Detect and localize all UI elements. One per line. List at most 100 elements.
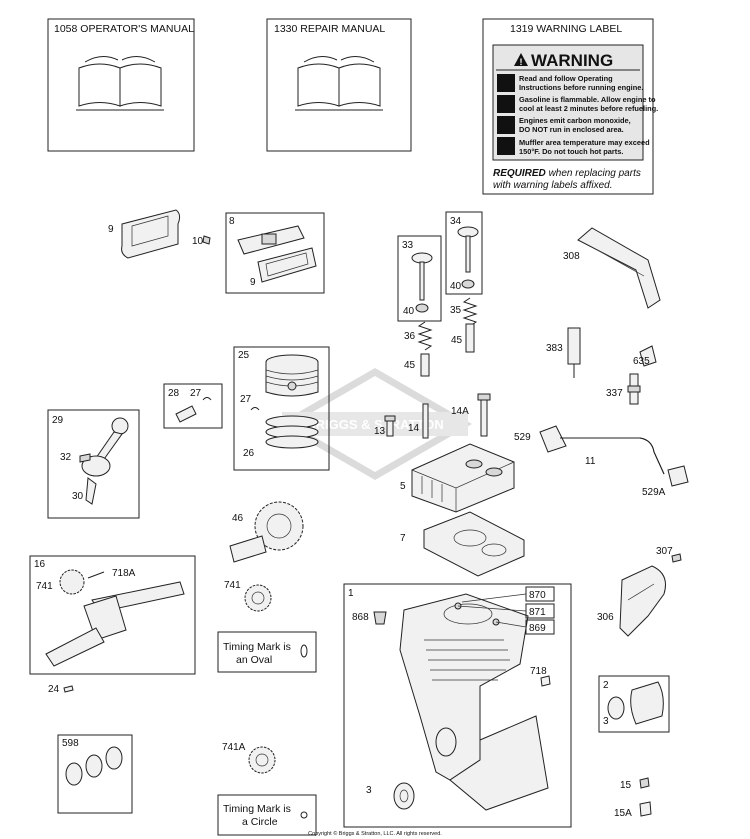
part-label: Timing Mark is: [223, 803, 291, 815]
part-label: Engines emit carbon monoxide,: [519, 116, 631, 125]
book-icon: [295, 56, 383, 111]
valve-spring-35: 35: [450, 297, 478, 327]
adapter-529: 529: [514, 425, 567, 453]
part-label: 868: [352, 612, 369, 623]
part-label: 718: [530, 666, 547, 677]
part-label: 308: [563, 251, 580, 262]
piston-rings: [265, 415, 319, 449]
crankshaft-group-box-16: 16 741 718A: [29, 555, 196, 675]
tube-11: 11: [560, 437, 665, 475]
repair-manual-box: 1330 REPAIR MANUAL: [266, 18, 412, 152]
part-label: Instructions before running engine.: [519, 83, 643, 92]
part-label: 8: [229, 216, 235, 227]
part-label: 1: [348, 588, 354, 599]
manual-icon: [497, 74, 515, 92]
seal-kit-box-598: 598: [57, 734, 133, 814]
part-label: 29: [52, 415, 64, 426]
part-label: 40: [450, 281, 462, 292]
part-label: 529: [514, 432, 531, 443]
warning-label-title: 1319 WARNING LABEL: [510, 23, 622, 35]
bolt-14a: 14A: [451, 393, 491, 437]
part-label: a Circle: [242, 816, 278, 828]
required-note: REQUIRED when replacing parts: [493, 168, 641, 179]
piston: [265, 354, 319, 397]
part-label: 26: [243, 448, 255, 459]
tappet-45-left: 45: [404, 353, 430, 377]
part-label: 40: [403, 306, 415, 317]
part-label: 28: [168, 388, 180, 399]
crankshaft: [45, 581, 185, 667]
part-label: 529A: [642, 487, 666, 498]
connecting-rod: [81, 417, 129, 477]
breather-tube-383: 383: [546, 327, 581, 378]
repair-manual-label: 1330 REPAIR MANUAL: [274, 23, 385, 35]
part-label: 741: [224, 580, 241, 591]
fire-icon: [497, 95, 515, 113]
part-label: 306: [597, 612, 614, 623]
bolt-13: 13: [374, 415, 396, 437]
timing-mark-circle-callout: Timing Mark is a Circle: [217, 794, 317, 836]
part-label: Timing Mark is: [223, 641, 291, 653]
operators-manual-box: 1058 OPERATOR'S MANUAL: [47, 18, 195, 152]
part-label: 27: [240, 394, 252, 405]
part-label: 24: [48, 684, 60, 695]
part-label: 869: [529, 623, 546, 634]
fitting-635: 635: [633, 345, 657, 367]
screw-10: 10: [192, 235, 211, 247]
part-label: 307: [656, 546, 673, 557]
exhaust-valve-group-33: 33 40: [397, 235, 442, 322]
part-label: 383: [546, 343, 563, 354]
part-label: 150°F. Do not touch hot parts.: [519, 147, 623, 156]
part-label: 5: [400, 481, 406, 492]
part-label: when replacing parts: [546, 168, 641, 179]
warning-triangle-icon: !: [514, 53, 528, 67]
fumes-icon: [497, 116, 515, 134]
part-label: 13: [374, 426, 386, 437]
cylinder-block-group-box-1: 1 868 870 871 869 718 3: [343, 583, 572, 828]
bearing-group-box-2: 2 3: [598, 675, 670, 733]
cylinder-block: [399, 593, 549, 811]
part-label: 14: [408, 423, 420, 434]
part-label: 16: [34, 559, 46, 570]
part-label: 870: [529, 590, 546, 601]
part-label: 3: [366, 785, 372, 796]
part-label: 7: [400, 533, 406, 544]
part-label: Read and follow Operating: [519, 74, 613, 83]
brand-watermark: BRIGGS & STRATTON: [278, 367, 472, 481]
part-label: with warning labels affixed.: [493, 180, 613, 191]
cylinder-head-5: 5: [400, 443, 515, 513]
head-gasket-7: 7: [400, 511, 525, 577]
copyright-notice: Copyright © Briggs & Stratton, LLC. All …: [308, 830, 442, 837]
part-label: Muffler area temperature may exceed: [519, 138, 650, 147]
part-label: 46: [232, 513, 244, 524]
part-label: 9: [108, 224, 114, 235]
part-label: 9: [250, 277, 256, 288]
grommet-529a: 529A: [642, 465, 689, 498]
part-label: Gasoline is flammable. Allow engine to: [519, 95, 656, 104]
part-label: 33: [402, 240, 414, 251]
book-icon: [76, 56, 164, 111]
part-label: 14A: [451, 406, 469, 417]
gasket-9: 9: [108, 209, 181, 259]
connecting-rod-group-box-29: 29 32 30: [47, 409, 140, 519]
svg-text:!: !: [520, 57, 523, 67]
hot-surface-icon: [497, 137, 515, 155]
part-label: 30: [72, 491, 84, 502]
part-label: 871: [529, 607, 546, 618]
plug-15: 15: [620, 777, 650, 791]
wrist-pin-group-box-28: 28 27: [163, 383, 223, 429]
part-label: 36: [404, 331, 416, 342]
part-label: 32: [60, 452, 72, 463]
part-label: DO NOT run in enclosed area.: [519, 125, 624, 134]
screw-307: 307: [656, 546, 682, 563]
part-label: cool at least 2 minutes before refueling…: [519, 104, 658, 113]
timing-mark-oval-callout: Timing Mark is an Oval: [217, 631, 317, 673]
part-label: 11: [585, 456, 596, 467]
timing-gear-741: 741: [224, 580, 272, 612]
stud-14: 14: [408, 403, 429, 439]
watermark-text: BRIGGS & STRATTON: [306, 417, 443, 432]
timing-gear-741a: 741A: [222, 742, 276, 774]
blower-housing-308: 308: [563, 227, 661, 309]
plug-15a: 15A: [614, 801, 652, 819]
